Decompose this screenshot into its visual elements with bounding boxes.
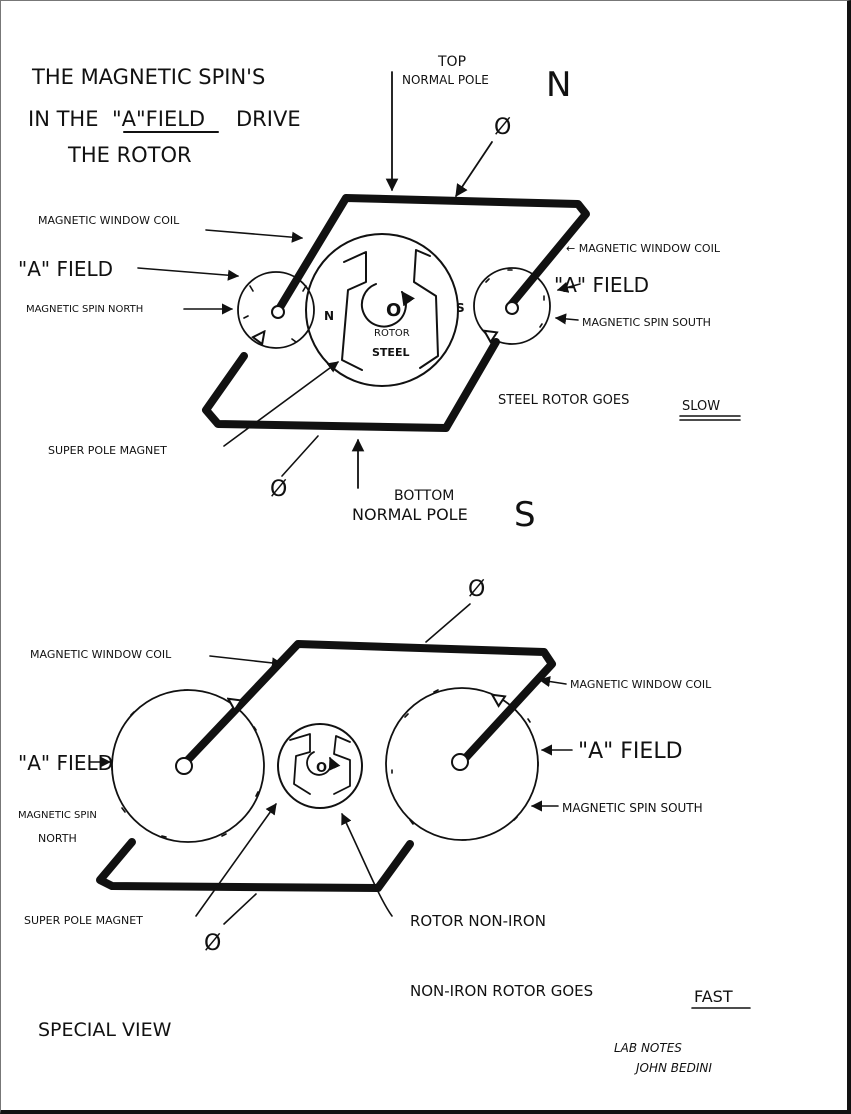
bottom-label-2: NORMAL POLE bbox=[352, 505, 468, 524]
coil-end-left-2 bbox=[175, 757, 193, 775]
super-pole-label: SUPER POLE MAGNET bbox=[48, 444, 167, 457]
spin-markers-left-2 bbox=[111, 689, 259, 838]
rotor-non-iron-arrow bbox=[341, 812, 393, 917]
bottom-pole-s: S bbox=[514, 495, 536, 535]
coil-end-right bbox=[505, 301, 519, 315]
bottom-diagram: Ø O MAGNETIC WINDOW COIL "A" FIELD MAGNE… bbox=[18, 577, 751, 1009]
title-line-3: THE ROTOR bbox=[67, 143, 192, 167]
title-line-2a: IN THE bbox=[28, 107, 98, 131]
lab-notes-line-2: JOHN BEDINI bbox=[634, 1061, 712, 1075]
footer: SPECIAL VIEW LAB NOTES JOHN BEDINI bbox=[38, 1019, 712, 1075]
rotor-center-2: O bbox=[316, 761, 327, 776]
bottom-label-1: BOTTOM bbox=[394, 488, 454, 504]
coil-left-label: MAGNETIC WINDOW COIL bbox=[38, 214, 180, 227]
spin-markers-left bbox=[243, 285, 307, 342]
rotor-n-pole: N bbox=[324, 309, 334, 323]
rotor-rotation-arrow-2 bbox=[306, 751, 341, 776]
coil-left-label-2: MAGNETIC WINDOW COIL bbox=[30, 648, 172, 661]
coil-right-label: ← MAGNETIC WINDOW COIL bbox=[566, 242, 721, 255]
window-coil-upper bbox=[272, 194, 590, 318]
spin-south-label: MAGNETIC SPIN SOUTH bbox=[582, 316, 711, 329]
a-field-right-arrow bbox=[556, 281, 581, 293]
a-field-right-circle bbox=[473, 267, 551, 345]
a-field-right-label: "A" FIELD bbox=[554, 273, 649, 297]
title-line-2b: "A"FIELD bbox=[112, 107, 205, 131]
top-diagram: THE MAGNETIC SPIN'S IN THE "A"FIELD DRIV… bbox=[18, 54, 741, 535]
a-field-left-label-2: "A" FIELD bbox=[18, 751, 113, 775]
coil-end-left bbox=[271, 305, 285, 319]
top-label-1: TOP bbox=[437, 54, 466, 70]
rotor-outer-ring-2 bbox=[277, 723, 363, 809]
rotor-steel-segments bbox=[341, 249, 439, 371]
super-pole-arrow bbox=[223, 361, 339, 447]
title-line-2c: DRIVE bbox=[236, 107, 301, 131]
phi-top-symbol: Ø bbox=[494, 115, 511, 140]
lab-notes-line-1: LAB NOTES bbox=[614, 1041, 682, 1055]
phi-bottom-line bbox=[281, 435, 319, 477]
top-pole-n: N bbox=[546, 65, 571, 105]
non-iron-speed-label: FAST bbox=[694, 987, 733, 1006]
coil-left-arrow bbox=[205, 229, 304, 243]
spin-markers-right bbox=[486, 269, 545, 336]
coil-right-arrow-2 bbox=[538, 675, 567, 688]
phi-bottom-line-2 bbox=[223, 893, 257, 925]
spin-north-label-2a: MAGNETIC SPIN bbox=[18, 810, 97, 821]
rotor-label-2: STEEL bbox=[372, 346, 409, 359]
rotor-segments-2 bbox=[289, 733, 351, 795]
window-coil-lower-2 bbox=[96, 838, 414, 892]
a-field-right-label-2: "A" FIELD bbox=[578, 739, 683, 764]
steel-goes-label: STEEL ROTOR GOES bbox=[498, 393, 629, 408]
window-coil-upper-2 bbox=[180, 640, 556, 768]
rotor-outer-ring bbox=[305, 233, 459, 387]
title-line-1: THE MAGNETIC SPIN'S bbox=[31, 65, 265, 89]
a-field-left-circle bbox=[237, 271, 315, 349]
a-field-left-arrow bbox=[137, 267, 240, 281]
phi-bottom-symbol-2: Ø bbox=[204, 931, 221, 956]
top-label-2: NORMAL POLE bbox=[402, 73, 489, 87]
super-pole-label-2: SUPER POLE MAGNET bbox=[24, 914, 143, 927]
phi-top-arrow bbox=[455, 141, 493, 198]
steel-speed-label: SLOW bbox=[682, 399, 720, 414]
spin-north-label: MAGNETIC SPIN NORTH bbox=[26, 304, 143, 315]
rotor-center: O bbox=[386, 300, 401, 321]
spin-north-label-2b: NORTH bbox=[38, 832, 77, 845]
phi-top-symbol-2: Ø bbox=[468, 577, 485, 602]
spin-south-arrow bbox=[554, 313, 579, 325]
coil-left-arrow-2 bbox=[209, 655, 284, 669]
window-coil-lower bbox=[202, 338, 500, 432]
phi-top-line-2 bbox=[425, 603, 471, 643]
spin-markers-right-2 bbox=[391, 690, 539, 841]
phi-bottom-symbol: Ø bbox=[270, 477, 287, 502]
special-view-label: SPECIAL VIEW bbox=[38, 1019, 172, 1041]
non-iron-goes-label: NON-IRON ROTOR GOES bbox=[410, 982, 593, 1000]
rotor-rotation-arrow bbox=[360, 283, 415, 328]
coil-right-label-2: MAGNETIC WINDOW COIL bbox=[570, 678, 712, 691]
rotor-s-pole: S bbox=[456, 301, 465, 315]
spin-south-label-2: MAGNETIC SPIN SOUTH bbox=[562, 801, 703, 815]
a-field-left-label: "A" FIELD bbox=[18, 257, 113, 281]
rotor-non-iron-label: ROTOR NON-IRON bbox=[410, 912, 546, 930]
coil-end-right-2 bbox=[451, 753, 469, 771]
rotor-label-1: ROTOR bbox=[374, 328, 410, 339]
super-pole-arrow-2 bbox=[195, 803, 277, 917]
